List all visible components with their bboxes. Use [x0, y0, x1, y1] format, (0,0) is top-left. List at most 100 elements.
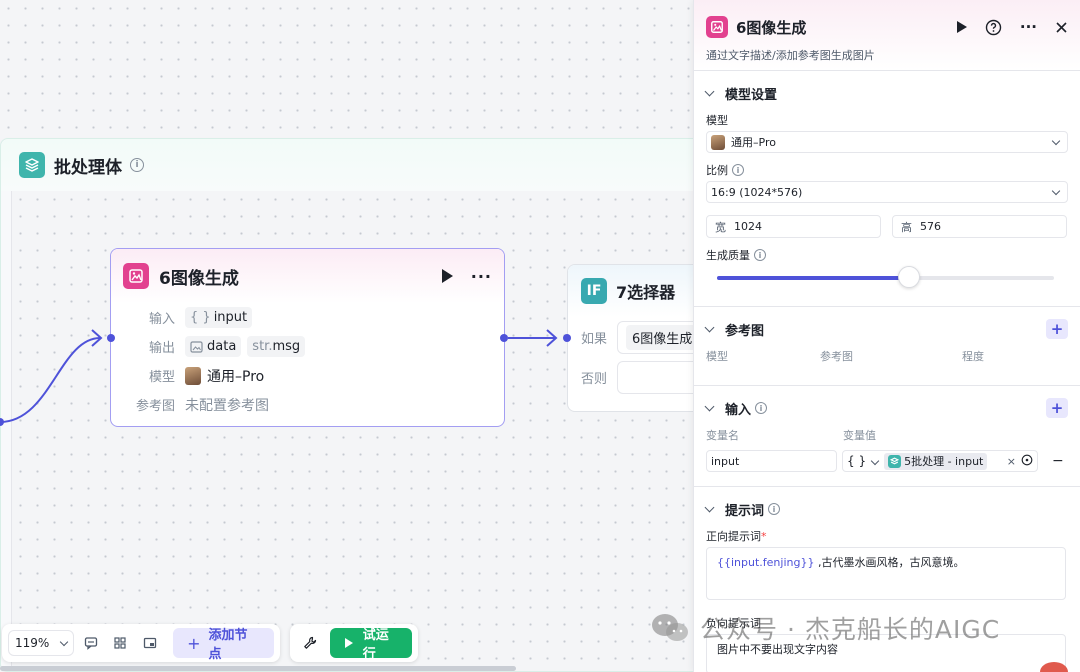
selector-in-port[interactable] — [563, 334, 571, 342]
assistant-avatar[interactable] — [1040, 662, 1068, 672]
negative-prompt-text: 图片中不要出现文字内容 — [717, 643, 838, 656]
required-mark: * — [761, 529, 767, 543]
canvas-toolbar: 119% + 添加节点 — [2, 624, 280, 662]
width-value: 1024 — [734, 220, 762, 233]
chevron-down-icon — [1051, 186, 1061, 195]
more-icon[interactable]: ··· — [1019, 18, 1037, 36]
info-icon[interactable]: i — [732, 164, 744, 176]
ref-col-strength: 程度 — [962, 350, 984, 363]
if-condition[interactable]: 6图像生成 — [617, 320, 726, 354]
var-name-input[interactable]: input — [706, 450, 837, 472]
incoming-port[interactable] — [0, 418, 4, 426]
input-columns: 变量名 变量值 — [694, 426, 1080, 444]
model-select[interactable]: 通用–Pro — [706, 131, 1068, 153]
image-node-header: 6图像生成 ··· — [111, 249, 504, 303]
output-msg-chip: str.msg — [247, 336, 306, 357]
wrench-icon[interactable] — [298, 630, 322, 656]
chevron-down-icon — [704, 86, 715, 96]
info-icon[interactable]: i — [755, 402, 768, 414]
remove-input-icon[interactable]: − — [1052, 453, 1064, 469]
run-node-icon[interactable] — [956, 21, 967, 33]
divider — [694, 385, 1080, 386]
positive-prompt-label: 正向提示词* — [694, 527, 1080, 545]
quality-slider[interactable] — [717, 266, 1054, 288]
horizontal-scrollbar[interactable] — [0, 666, 516, 671]
width-input[interactable]: 宽 1024 — [706, 215, 881, 238]
ratio-select-value: 16:9 (1024*576) — [711, 185, 803, 199]
var-name-value: input — [711, 454, 740, 468]
ref-col-model: 模型 — [706, 350, 728, 363]
clear-icon[interactable]: × — [1006, 454, 1016, 468]
layers-icon — [19, 152, 45, 178]
plus-icon: + — [187, 633, 201, 653]
positive-prompt-input[interactable]: {{input.fenjing}} ,古代墨水画风格，古风意境。 — [706, 547, 1066, 600]
if-icon: IF — [581, 278, 607, 304]
chevron-down-icon — [1051, 136, 1061, 145]
var-name-col: 变量名 — [706, 429, 739, 442]
height-input[interactable]: 高 576 — [892, 215, 1067, 238]
layout-icon[interactable] — [107, 630, 133, 656]
add-reference-button[interactable]: + — [1046, 319, 1068, 339]
panel-title: 6图像生成 — [736, 18, 807, 37]
selector-node[interactable]: IF 7选择器 如果 6图像生成 否则 — [567, 264, 727, 412]
help-icon[interactable] — [985, 19, 1002, 36]
info-icon[interactable]: i — [130, 158, 144, 172]
run-node-icon[interactable] — [441, 269, 453, 283]
object-type-icon: { } — [190, 310, 211, 325]
quality-slider-handle[interactable] — [898, 266, 921, 288]
reference-section-toggle[interactable]: 参考图+ — [694, 311, 1080, 347]
model-settings-toggle[interactable]: 模型设置 — [694, 75, 1080, 111]
batch-header: 批处理体 i — [1, 139, 719, 191]
input-section-title: 输入 — [725, 402, 752, 418]
image-node-in-port[interactable] — [107, 334, 115, 342]
minimap-icon[interactable] — [137, 630, 163, 656]
layers-icon — [888, 454, 902, 468]
chevron-down-icon — [704, 401, 715, 411]
string-type-prefix: str. — [252, 339, 273, 354]
width-key: 宽 — [715, 220, 726, 234]
panel-description: 通过文字描述/添加参考图生成图片 — [706, 49, 875, 62]
close-icon[interactable] — [1055, 21, 1068, 34]
ratio-select[interactable]: 16:9 (1024*576) — [706, 181, 1068, 203]
node-model-row: 模型 通用–Pro — [111, 361, 504, 390]
height-key: 高 — [901, 220, 912, 234]
info-icon[interactable]: i — [754, 249, 766, 261]
model-field-label: 模型 — [706, 114, 728, 127]
test-run-button[interactable]: 试运行 — [329, 628, 412, 662]
var-value-input[interactable]: { } 5批处理 - input × — [842, 450, 1038, 472]
input-label: 输入 — [148, 312, 175, 327]
output-msg-name: msg — [272, 339, 301, 354]
node-output-row: 输出 data str.msg — [111, 332, 504, 361]
add-node-label: 添加节点 — [208, 628, 248, 662]
if-condition-value: 6图像生成 — [626, 324, 699, 350]
negative-prompt-input[interactable]: 图片中不要出现文字内容 — [706, 634, 1066, 672]
more-icon[interactable]: ··· — [470, 266, 492, 286]
info-icon[interactable]: i — [768, 503, 781, 515]
chevron-down-icon — [59, 637, 68, 646]
image-node-out-port[interactable] — [500, 334, 508, 342]
size-inputs: 宽 1024 高 576 — [694, 215, 1080, 238]
chevron-down-icon[interactable] — [870, 456, 880, 466]
play-icon — [344, 638, 353, 648]
ref-col-image: 参考图 — [820, 350, 853, 363]
positive-prompt-text: ,古代墨水画风格，古风意境。 — [814, 556, 965, 569]
node-ref-row: 参考图 未配置参考图 — [111, 390, 504, 419]
height-value: 576 — [920, 220, 941, 233]
target-icon[interactable] — [1021, 454, 1033, 469]
input-var-row: input { } 5批处理 - input × − — [694, 450, 1080, 472]
model-label: 模型 — [148, 370, 175, 385]
add-input-button[interactable]: + — [1046, 398, 1068, 418]
comment-icon[interactable] — [78, 630, 104, 656]
output-data-name: data — [207, 339, 237, 354]
divider — [694, 306, 1080, 307]
model-value: 通用–Pro — [207, 368, 265, 385]
connectors — [0, 329, 558, 423]
quality-label-text: 生成质量 — [706, 249, 750, 262]
panel-header: 6图像生成 ··· 通过文字描述/添加参考图生成图片 — [694, 0, 1080, 70]
add-node-button[interactable]: + 添加节点 — [173, 628, 274, 662]
image-generation-node[interactable]: 6图像生成 ··· 输入 { }input 输出 data str.msg 模型… — [110, 248, 505, 427]
zoom-select[interactable]: 119% — [8, 630, 74, 656]
